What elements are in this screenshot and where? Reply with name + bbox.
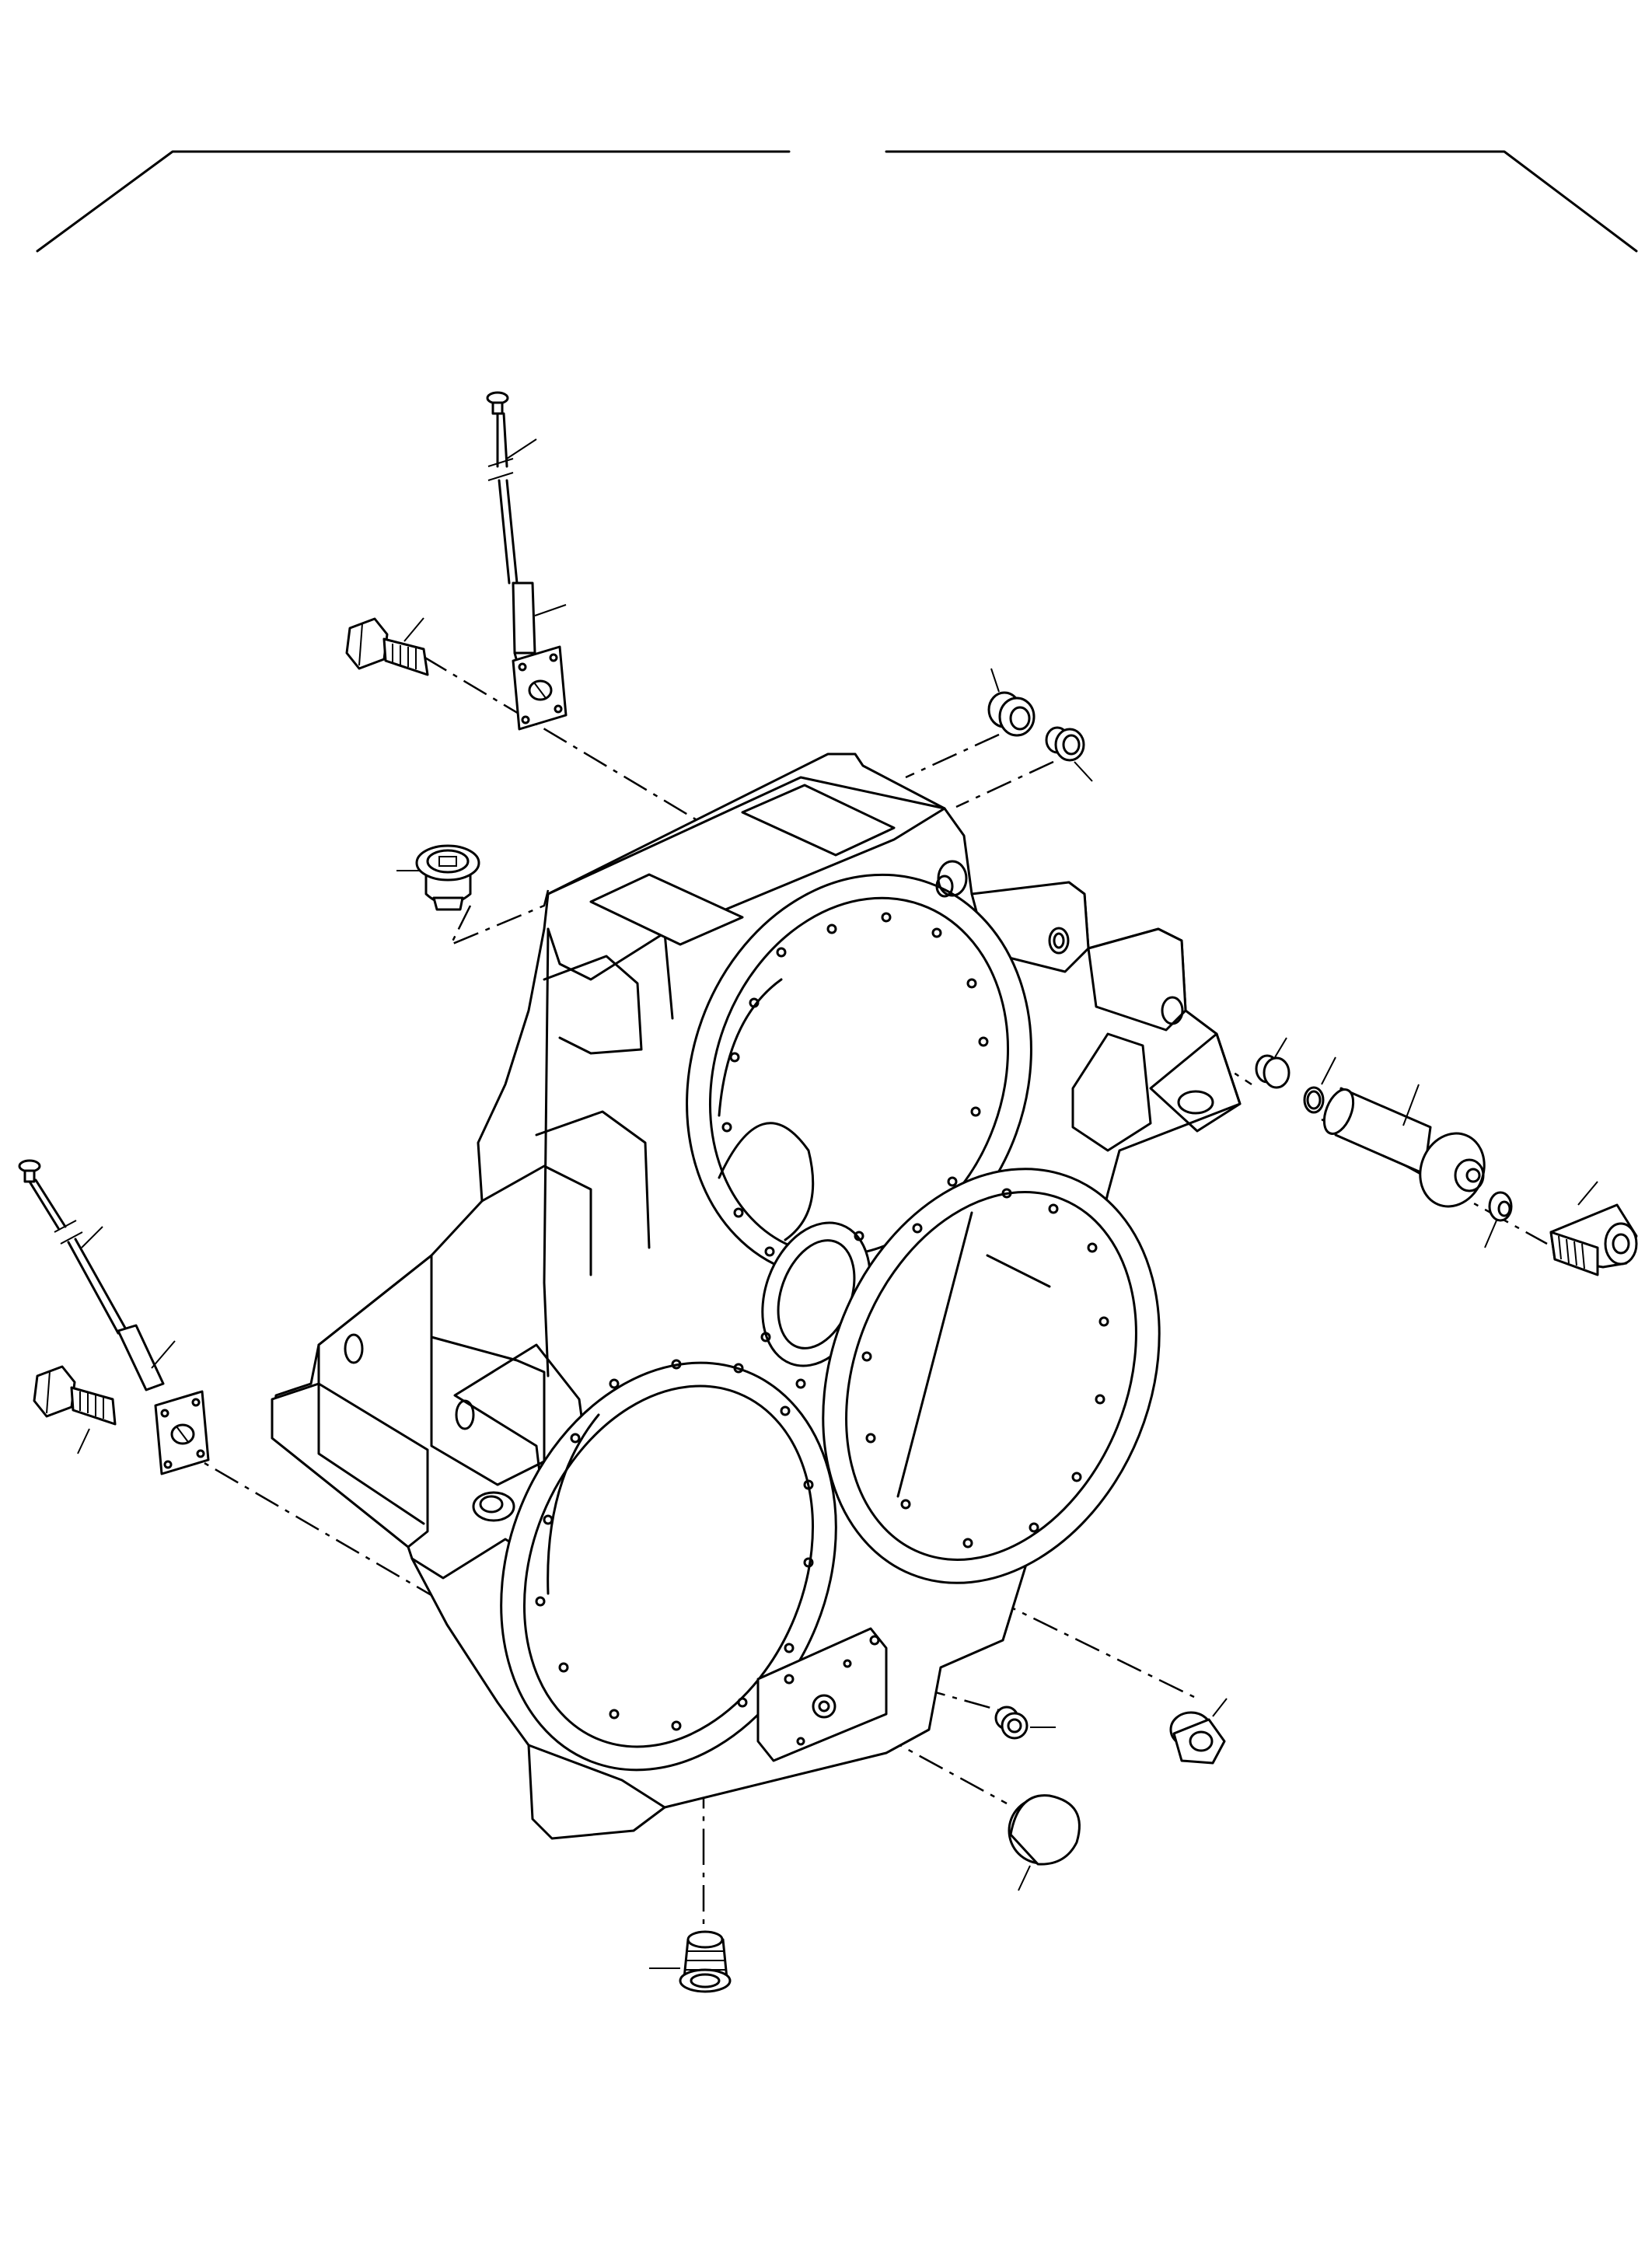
plug-bottom-small bbox=[994, 1706, 1056, 1740]
flange-bolt-holes bbox=[535, 912, 1109, 1731]
dipstick-upper bbox=[486, 391, 568, 731]
bolt-lower bbox=[33, 1365, 117, 1454]
bolt-right bbox=[1549, 1181, 1638, 1276]
plug-left bbox=[396, 844, 480, 911]
bolt-upper bbox=[345, 617, 429, 676]
plug-bottom-right bbox=[1169, 1698, 1228, 1765]
title-frame bbox=[36, 150, 1638, 253]
dipstick-lower bbox=[18, 1159, 210, 1475]
gearbox-housing bbox=[271, 752, 1242, 1840]
plug-top-1 bbox=[987, 668, 1036, 737]
pin-assembly bbox=[1255, 1037, 1513, 1248]
cover-cap bbox=[1008, 1794, 1081, 1891]
drain-plug bbox=[649, 1930, 732, 1993]
plug-top-2 bbox=[1045, 726, 1093, 782]
